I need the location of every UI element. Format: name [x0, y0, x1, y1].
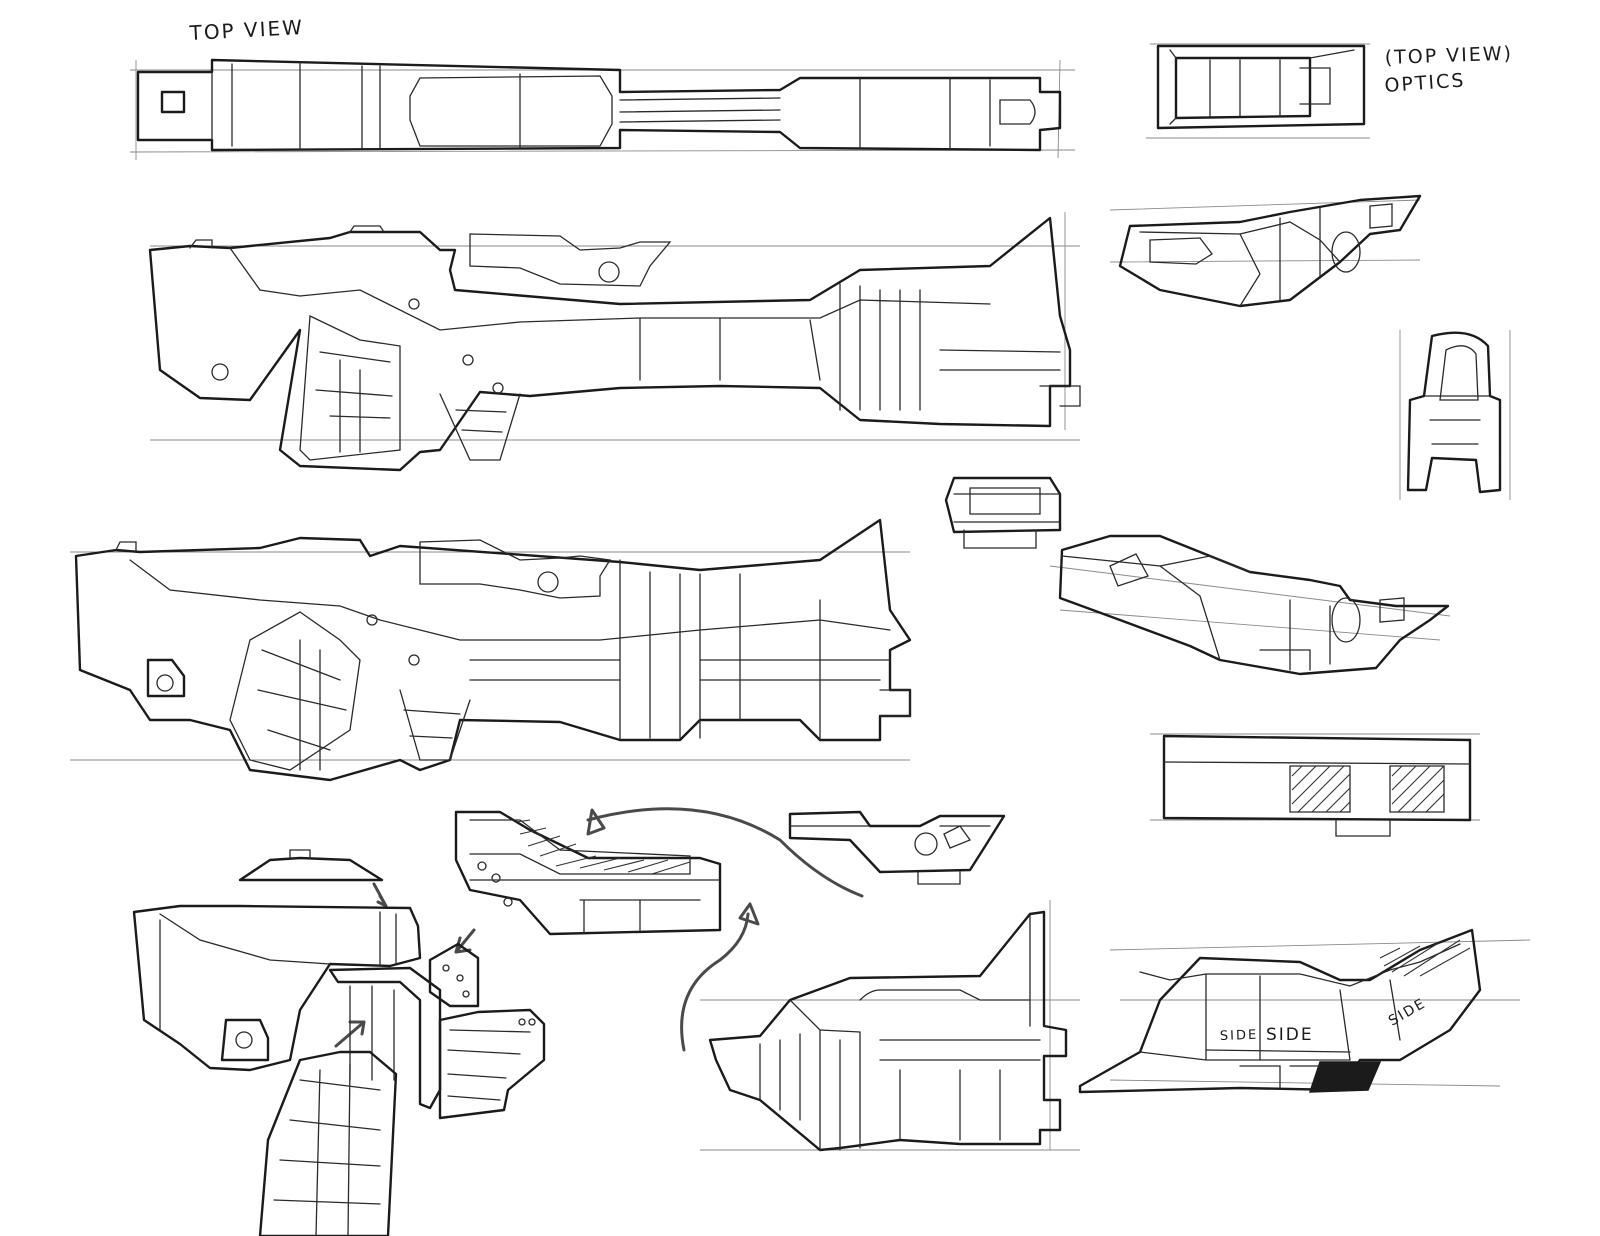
small-arrow-2 [454, 928, 476, 954]
optics-label: OPTICS [1384, 69, 1466, 97]
rifle-side-view-variant-sketch [70, 518, 912, 782]
scope-perspective-sketch [1049, 534, 1451, 676]
optics-sides-perspective-sketch: SIDE SIDE SIDE [1078, 928, 1531, 1094]
annotation-arrows [334, 807, 864, 1052]
rail-block-sketch [1150, 733, 1480, 837]
small-arrow-1 [372, 882, 388, 908]
front-end-detail-sketch [700, 900, 1080, 1152]
optics-front-view-sketch [1399, 330, 1511, 500]
curve-arrow-top [586, 807, 864, 898]
rifle-side-view-sketch [148, 212, 1081, 472]
reflex-sight-sketch [944, 476, 1062, 549]
curve-arrow-top-head [586, 808, 606, 836]
rifle-top-view-sketch: TOP VIEW [129, 15, 1076, 160]
muzzle-piece-sketch [788, 810, 1006, 885]
optics-top-view-sketch: (TOP VIEW) OPTICS [1146, 43, 1513, 139]
top-view-label: TOP VIEW [188, 15, 304, 45]
optics-top-view-label: (TOP VIEW) [1384, 43, 1513, 69]
exploded-stock-sketch [132, 849, 546, 1236]
curve-arrow-bottom-head [738, 902, 760, 926]
curve-arrow-bottom [680, 912, 750, 1052]
receiver-detail-sketch [454, 810, 722, 936]
optics-perspective-sketch [1109, 194, 1422, 308]
side-label-2: SIDE [1266, 1025, 1314, 1045]
side-label-1: SIDE [1220, 1028, 1259, 1044]
